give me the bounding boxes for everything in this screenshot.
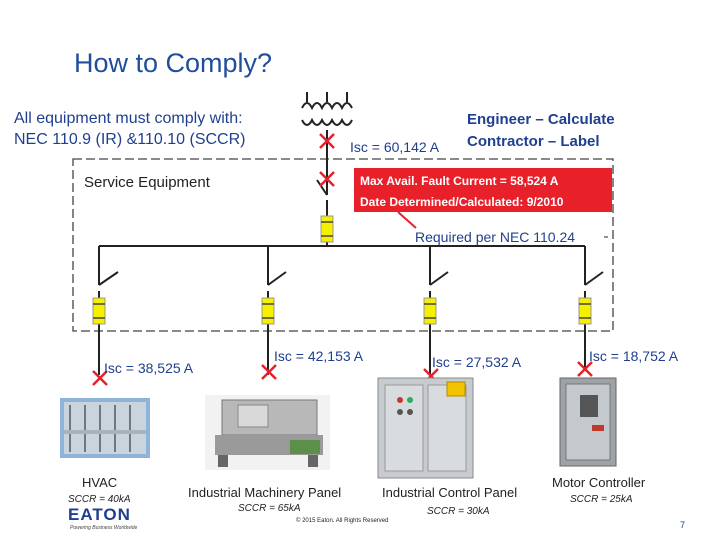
transformer-icon [301, 92, 353, 126]
fault-x-icon [92, 370, 108, 386]
control-sccr: SCCR = 30kA [427, 506, 490, 517]
service-equipment-label: Service Equipment [84, 174, 210, 191]
main-switch-icon [316, 179, 328, 196]
motor-sccr: SCCR = 25kA [570, 494, 633, 505]
fuse-icon [92, 297, 106, 325]
contractor-role: Contractor – Label [467, 133, 600, 150]
hvac-sccr: SCCR = 40kA [68, 494, 131, 505]
callout-arrow-icon [397, 211, 417, 229]
machinery-sccr: SCCR = 65kA [238, 503, 301, 514]
service-enclosure [72, 158, 614, 332]
fuse-icon [261, 297, 275, 325]
fault-x-icon [319, 171, 335, 187]
eaton-logo-wordmark: EATON [68, 505, 131, 524]
hvac-photo [60, 398, 150, 458]
machinery-photo [205, 395, 330, 470]
roles-text: Engineer – Calculate Contractor – Label [467, 109, 615, 153]
fault-x-icon [577, 361, 593, 377]
hvac-isc: Isc = 38,525 A [104, 360, 194, 376]
motor-name: Motor Controller [552, 475, 646, 490]
motor-controller-photo [559, 377, 617, 467]
requirement-line-1: All equipment must comply with: [14, 110, 243, 127]
max-fault-current: Max Avail. Fault Current = 58,524 A [360, 174, 559, 188]
machinery-isc: Isc = 42,153 A [274, 348, 364, 364]
copyright: © 2015 Eaton. All Rights Reserved [296, 518, 389, 524]
requirement-text: All equipment must comply with: NEC 110.… [14, 108, 245, 150]
date-determined: Date Determined/Calculated: 9/2010 [360, 195, 564, 209]
engineer-role: Engineer – Calculate [467, 111, 615, 128]
eaton-logo-tagline: Powering Business Worldwide [70, 525, 138, 531]
eaton-logo [68, 507, 146, 523]
control-panel-photo [377, 377, 474, 479]
required-note: Required per NEC 110.24 [415, 229, 576, 245]
page-number: 7 [680, 520, 686, 530]
transformer-isc: Isc = 60,142 A [350, 139, 440, 155]
machinery-name: Industrial Machinery Panel [188, 485, 342, 500]
requirement-line-2: NEC 110.9 (IR) &110.10 (SCCR) [14, 131, 246, 148]
control-name: Industrial Control Panel [382, 485, 518, 500]
fault-x-icon [261, 364, 277, 380]
main-fuse-icon [320, 215, 334, 243]
fault-current-label: Max Avail. Fault Current = 58,524 A Date… [354, 168, 612, 212]
control-isc: Isc = 27,532 A [432, 354, 522, 370]
fault-x-icon [319, 133, 335, 149]
slide-title: How to Comply? [74, 48, 273, 78]
hvac-name: HVAC [82, 475, 118, 490]
fuse-icon [578, 297, 592, 325]
motor-isc: Isc = 18,752 A [589, 348, 679, 364]
fuse-icon [423, 297, 437, 325]
